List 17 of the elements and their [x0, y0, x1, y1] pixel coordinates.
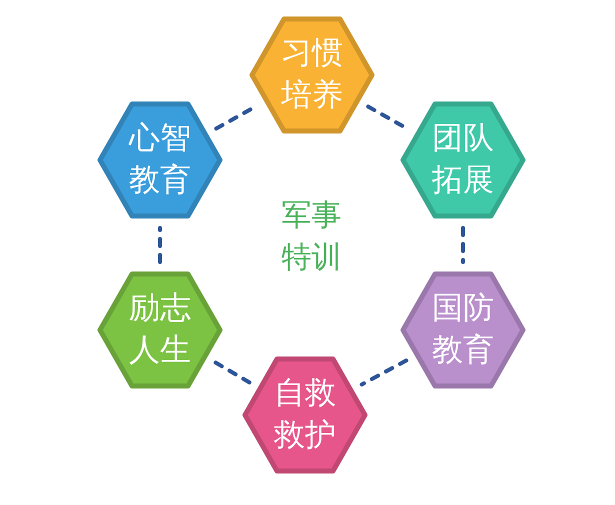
hexagon-node: [241, 355, 369, 475]
hexagon-label: 励志人生: [128, 289, 192, 370]
hexagon-node: [96, 270, 224, 390]
hexagon-node: [96, 100, 224, 220]
dashed-connector: [214, 360, 252, 384]
dashed-connector: [461, 226, 465, 264]
hexagon-label: 心智教育: [128, 119, 192, 200]
center-label: 军事特训: [280, 197, 342, 277]
dashed-connector: [360, 358, 408, 386]
dashed-connector: [158, 226, 162, 264]
hexagon-label: 自救救护: [272, 374, 337, 455]
hexagon-node: [399, 100, 527, 220]
hexagon-node: [248, 15, 376, 135]
hexagon-label: 国防教育: [431, 289, 495, 370]
hexagon-label: 习惯培养: [280, 34, 344, 115]
hexagon-label: 团队拓展: [431, 119, 495, 200]
hexagon-node: [399, 270, 527, 390]
